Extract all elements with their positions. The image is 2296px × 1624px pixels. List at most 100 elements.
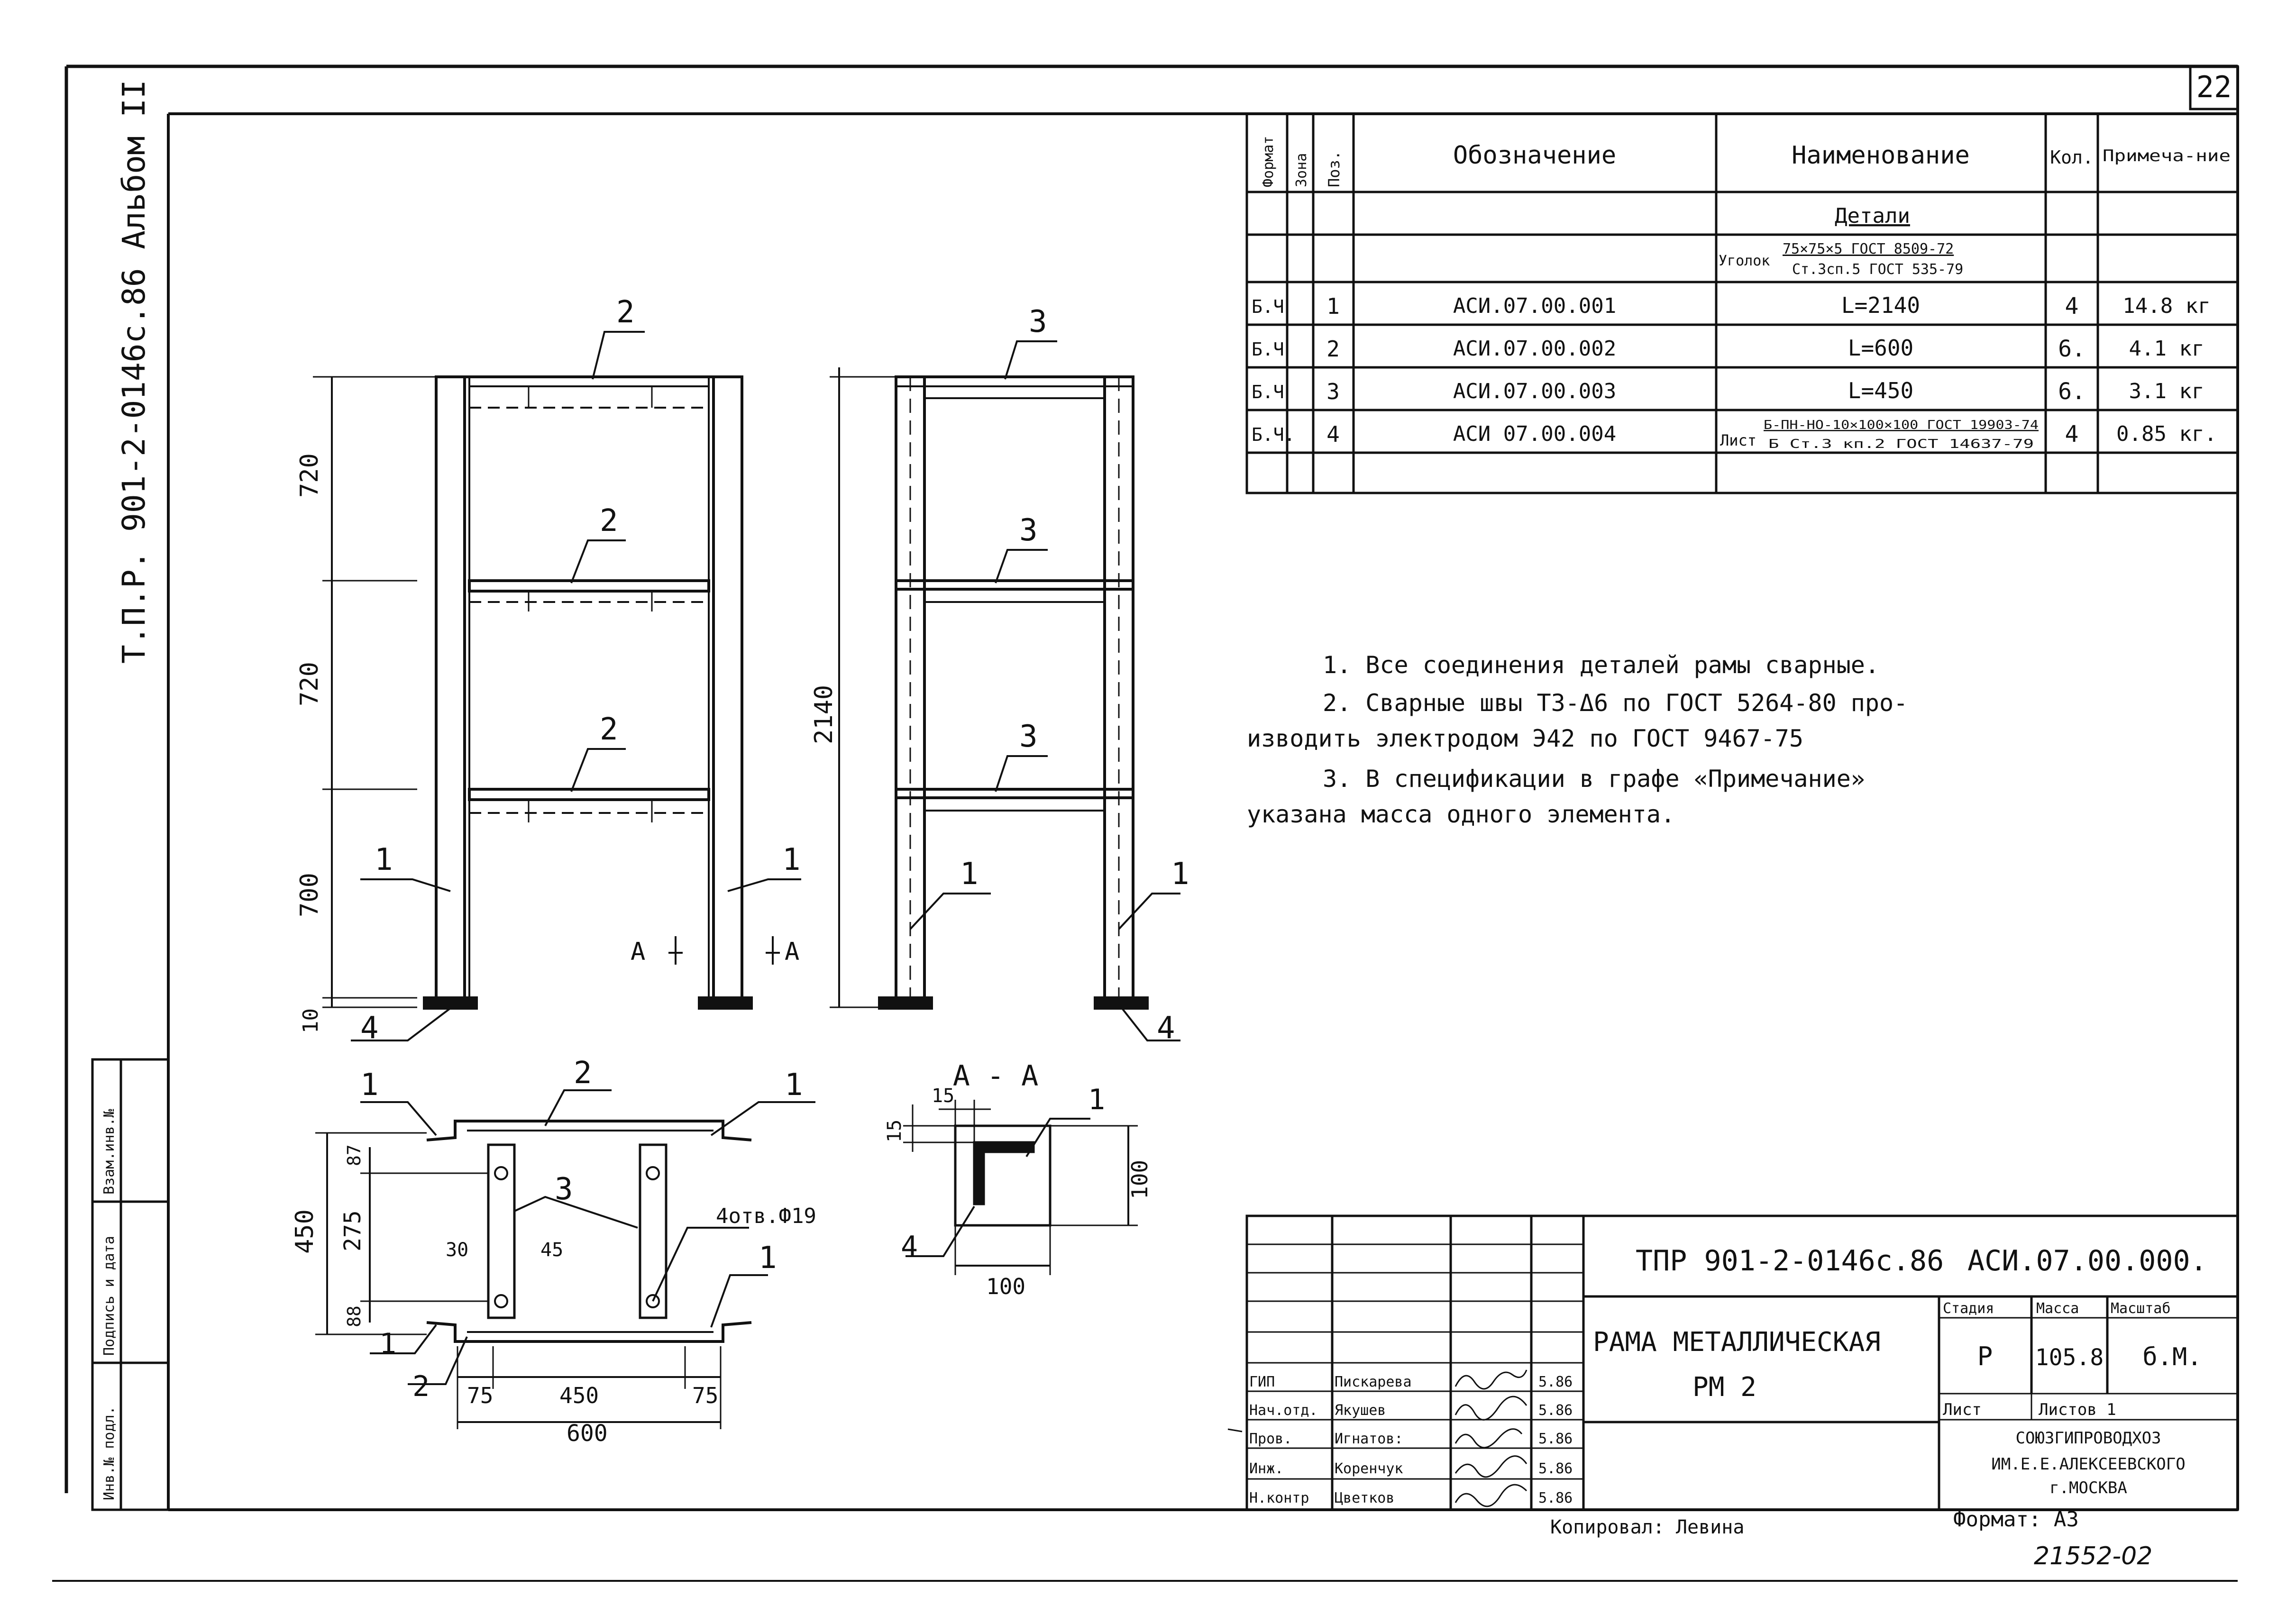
signature-row: ГИП Пискарева 5.86 <box>1249 1369 1573 1390</box>
sig-role: Нач.отд. <box>1249 1402 1318 1419</box>
signature-row: Пров. Игнатов: 5.86 <box>1249 1428 1573 1449</box>
section-a-a-label: А - А <box>953 1059 1039 1093</box>
note-line: указана масса одного элемента. <box>1247 801 1675 828</box>
header-designation: Обозначение <box>1453 141 1616 170</box>
sig-name: Пискарева <box>1335 1374 1412 1390</box>
title-block-grid <box>1227 1214 2239 1511</box>
front-pos-1-left: 1 <box>375 842 393 877</box>
dim-700: 700 <box>295 873 324 917</box>
note-line: 1. Все соединения деталей рамы сварные. <box>1323 651 1879 679</box>
title-stage-label: Стадия <box>1943 1300 1994 1317</box>
sig-date: 5.86 <box>1538 1431 1573 1447</box>
dim-30: 30 <box>446 1239 468 1261</box>
row-name: L=600 <box>1848 335 1913 361</box>
spec-row: Б.Ч 3 АСИ.07.00.003 L=450 6. 3.1 кг <box>1252 378 2204 405</box>
sig-role: ГИП <box>1249 1374 1275 1390</box>
sheet-number: 22 <box>2196 70 2232 104</box>
row-pos: 2 <box>1326 336 1340 362</box>
plan-pos-2-top: 2 <box>574 1056 592 1091</box>
section-title: Детали <box>1835 204 1910 228</box>
row-note: 14.8 кг <box>2122 294 2210 318</box>
title-mass-label: Масса <box>2036 1300 2079 1317</box>
section-dim-100-h: 100 <box>986 1274 1025 1299</box>
title-scale-label: Масштаб <box>2111 1300 2170 1317</box>
side-pos-3-top: 3 <box>1029 304 1047 339</box>
sig-date: 5.86 <box>1538 1460 1573 1477</box>
section-dim-15-side: 15 <box>884 1120 906 1142</box>
front-elevation <box>313 331 801 1041</box>
title-scale: б.М. <box>2142 1343 2202 1371</box>
dim-75-left: 75 <box>467 1383 493 1408</box>
title-org-line1: СОЮЗГИПРОВОДХОЗ <box>2015 1429 2161 1448</box>
sig-name: Цветков <box>1335 1490 1394 1506</box>
sig-role: Пров. <box>1249 1431 1292 1447</box>
plan-pos-2-bottom: 2 <box>412 1370 430 1403</box>
row-format: Б.Ч <box>1252 296 1284 317</box>
holes-note: 4отв.Ф19 <box>716 1204 816 1228</box>
plan-pos-1-top-right: 1 <box>785 1067 803 1103</box>
row-name: L=450 <box>1848 378 1913 403</box>
row-sheet-spec-bottom: Б Ст.3 кп.2 ГОСТ 14637-79 <box>1768 437 2034 451</box>
sig-date: 5.86 <box>1538 1402 1573 1419</box>
sig-name: Игнатов: <box>1335 1431 1403 1447</box>
sig-name: Коренчук <box>1335 1460 1403 1477</box>
row-pos: 3 <box>1326 379 1340 404</box>
dim-10: 10 <box>299 1008 323 1033</box>
section-marker-left: А <box>631 938 645 966</box>
signature-scribble <box>1454 1484 1528 1507</box>
spec-row: Б.Ч 1 АСИ.07.00.001 L=2140 4 14.8 кг <box>1252 292 2211 319</box>
row-qty: 6. <box>2058 378 2086 405</box>
front-pos-4: 4 <box>360 1011 379 1046</box>
signature-scribble <box>1454 1369 1528 1390</box>
copied-by: Копировал: Левина <box>1550 1516 1744 1538</box>
title-drawing-code: ТПР 901-2-0146с.86 <box>1636 1244 1944 1277</box>
row-designation: АСИ 07.00.004 <box>1453 422 1616 446</box>
section-dim-100-v: 100 <box>1127 1160 1153 1199</box>
sig-name: Якушев <box>1335 1402 1386 1419</box>
dim-2140: 2140 <box>810 685 838 744</box>
dim-88: 88 <box>344 1305 365 1327</box>
section-dim-15-top: 15 <box>932 1085 954 1107</box>
dim-450-inner: 450 <box>559 1383 599 1408</box>
row-sheet-label: Лист <box>1720 431 1756 449</box>
plan-pos-1-mid-right: 1 <box>759 1241 777 1276</box>
side-elevation <box>830 340 1180 1041</box>
header-qty: Кол. <box>2050 147 2094 168</box>
angle-spec-top: 75×75×5 ГОСТ 8509-72 <box>1783 241 1954 257</box>
side-pos-3-low: 3 <box>1019 719 1038 754</box>
front-pos-1-right: 1 <box>782 842 801 877</box>
spec-table-grid <box>1245 112 2239 494</box>
dim-87: 87 <box>344 1144 365 1166</box>
title-stage: Р <box>1977 1341 1993 1371</box>
row-format: Б.Ч <box>1252 339 1284 360</box>
sig-date: 5.86 <box>1538 1374 1573 1390</box>
sig-role: Н.контр <box>1249 1490 1309 1506</box>
row-pos: 4 <box>1326 421 1340 447</box>
row-name: L=2140 <box>1841 292 1920 318</box>
dim-720-mid: 720 <box>295 662 324 706</box>
front-pos-2-mid: 2 <box>600 503 618 538</box>
side-stamp-sign: Подпись и дата <box>101 1236 118 1356</box>
dim-600: 600 <box>567 1420 608 1447</box>
row-note: 4.1 кг <box>2129 337 2205 361</box>
angle-label: Уголок <box>1719 253 1770 269</box>
note-line: изводить электродом Э42 по ГОСТ 9467-75 <box>1247 725 1803 752</box>
header-zone: Зона <box>1293 153 1310 187</box>
row-qty: 4 <box>2065 421 2079 447</box>
section-a-a <box>903 1100 1138 1275</box>
front-pos-2-low: 2 <box>600 712 618 747</box>
signature-scribble <box>1454 1396 1528 1421</box>
row-qty: 6. <box>2058 336 2086 362</box>
general-notes: 1. Все соединения деталей рамы сварные. … <box>1247 651 1908 828</box>
side-stamp-replace: Взам.инв.№ <box>101 1109 118 1195</box>
plan-view <box>315 1089 815 1429</box>
side-pos-1-right: 1 <box>1171 857 1189 892</box>
row-designation: АСИ.07.00.002 <box>1453 337 1616 361</box>
section-pos-1: 1 <box>1088 1083 1105 1116</box>
angle-spec-bottom: Ст.3сп.5 ГОСТ 535-79 <box>1792 261 1963 278</box>
spec-row: Б.Ч. 4 АСИ 07.00.004 Лист Б-ПН-НО-10×100… <box>1252 418 2217 451</box>
dim-75-right: 75 <box>692 1383 718 1408</box>
title-org-line3: г.МОСКВА <box>2049 1478 2127 1497</box>
plan-pos-1-top-left: 1 <box>360 1067 379 1103</box>
dim-720-top: 720 <box>295 453 324 498</box>
